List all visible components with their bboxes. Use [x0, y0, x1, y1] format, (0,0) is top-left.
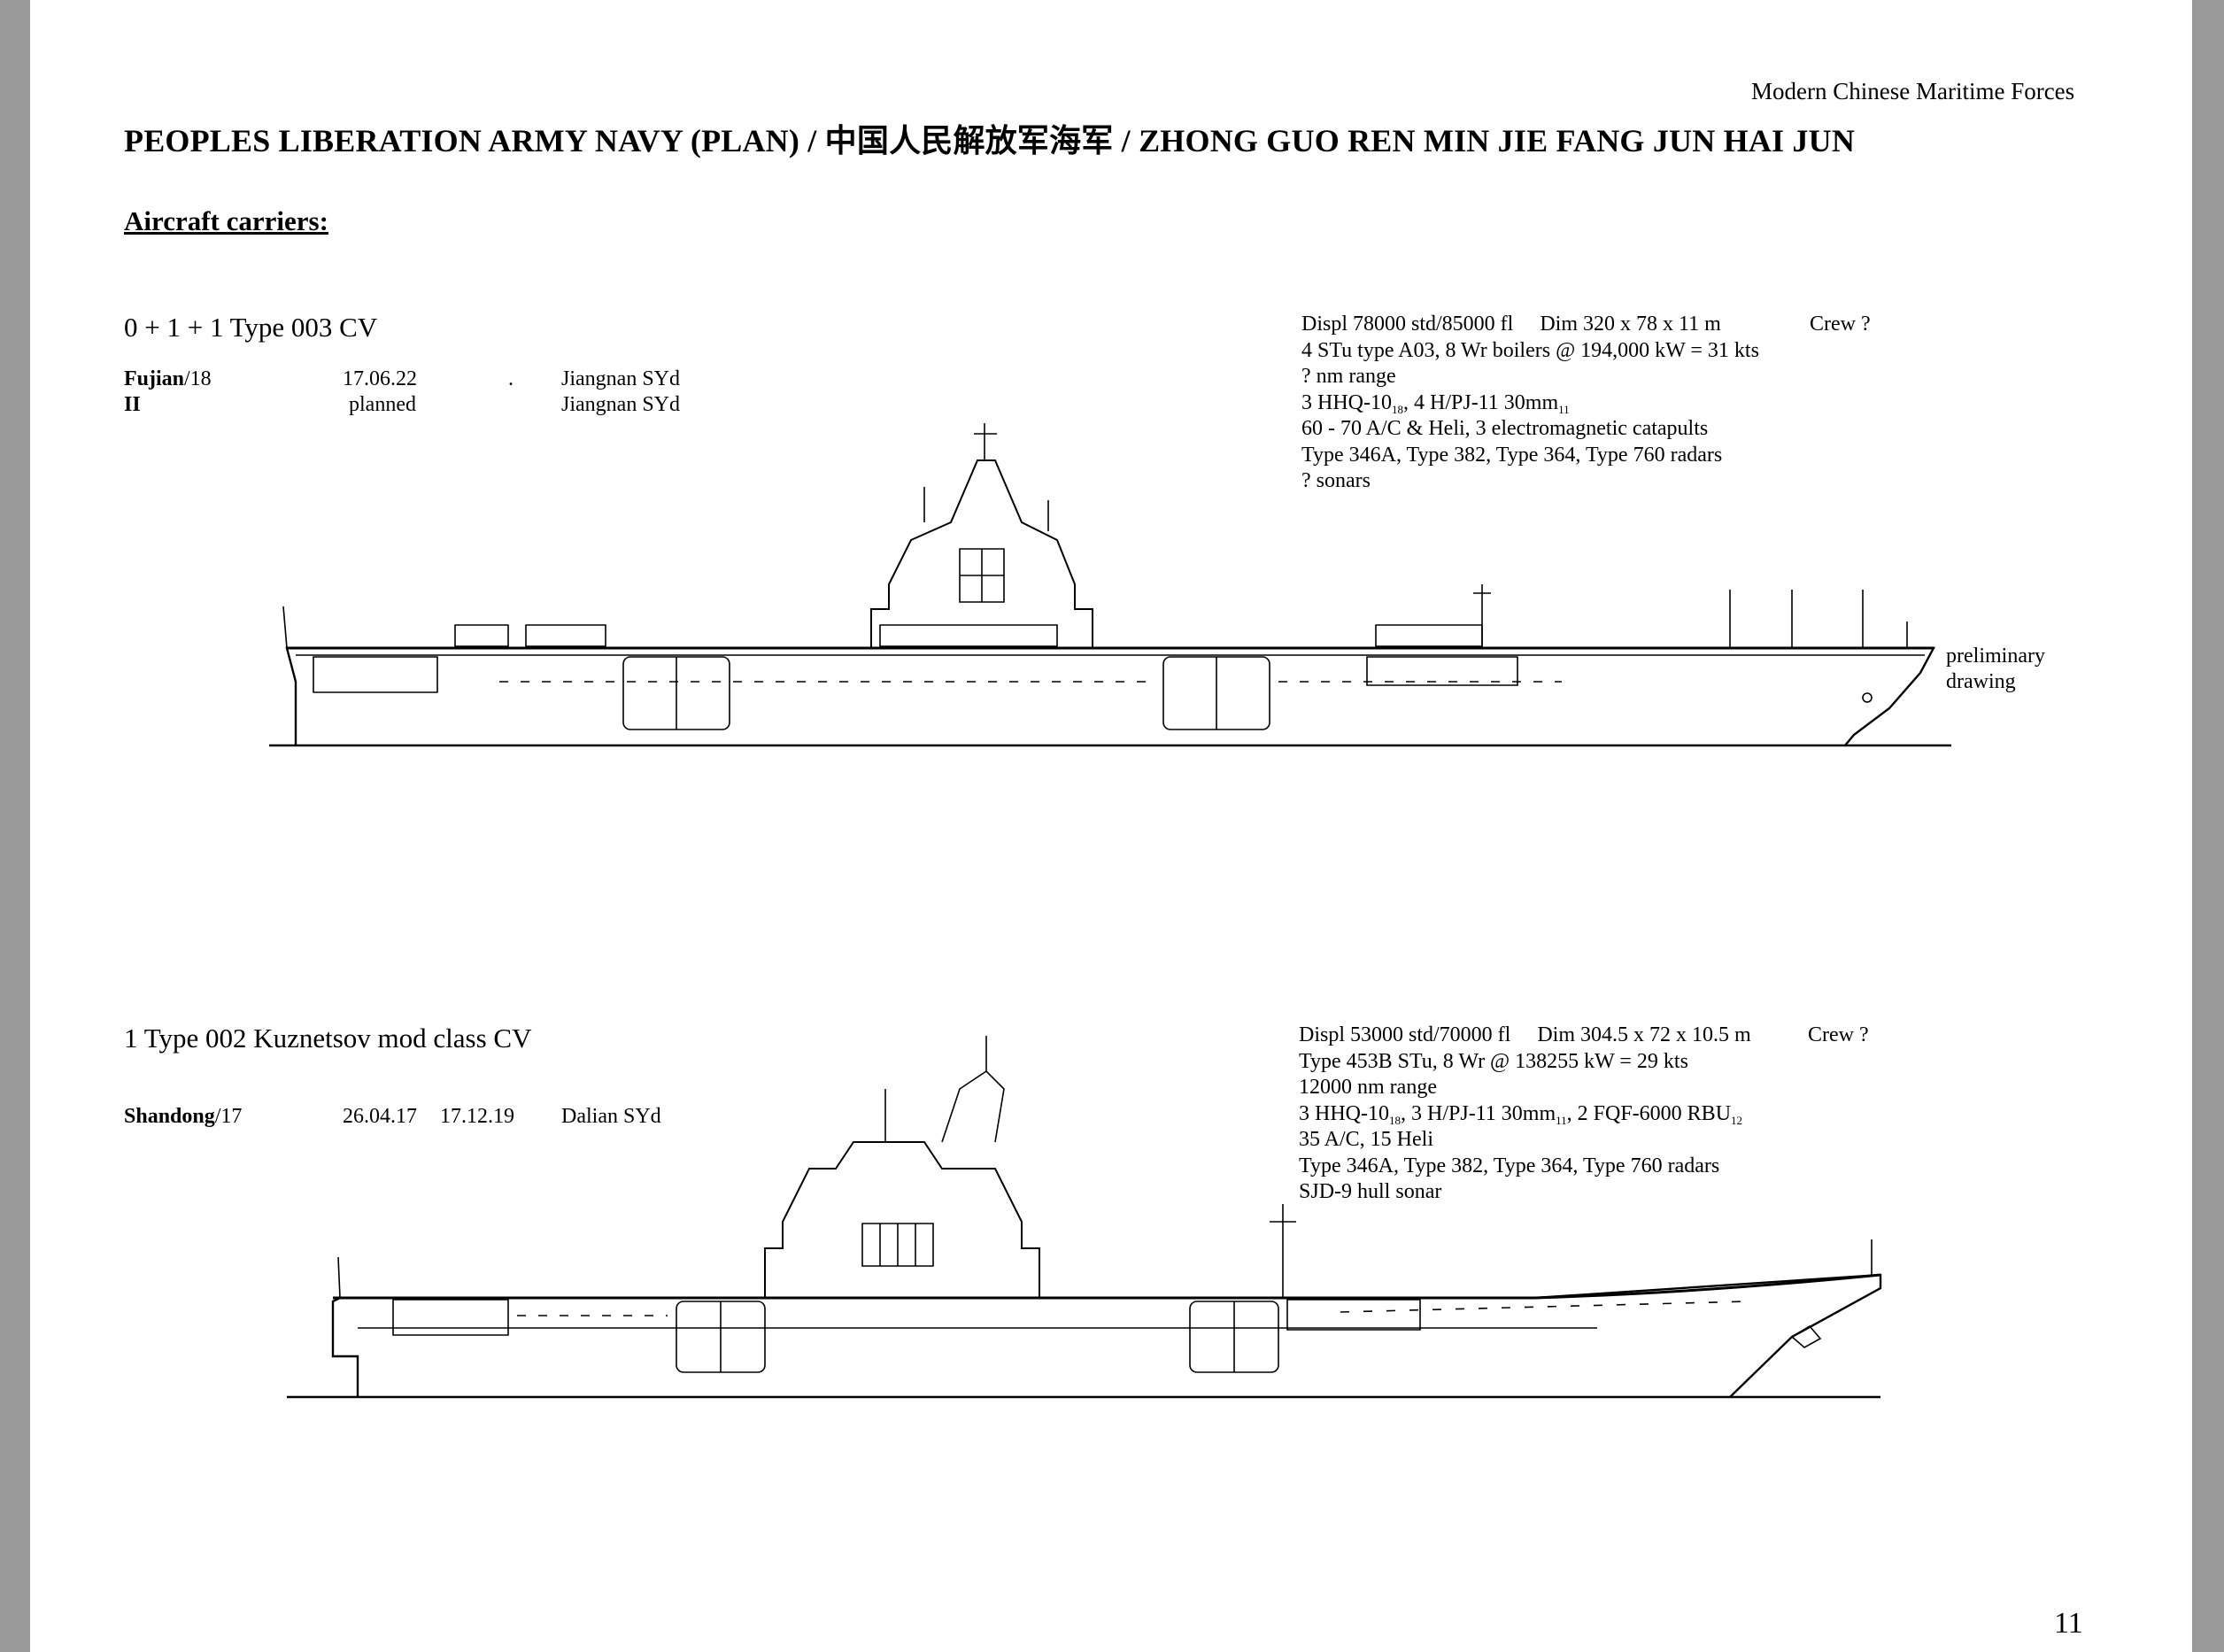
drawing-note: preliminary drawing: [1946, 645, 2045, 693]
spec-displacement: Displ 53000 std/70000 fl: [1299, 1023, 1511, 1046]
shandong-profile-drawing: [287, 1036, 1934, 1408]
running-title: Modern Chinese Maritime Forces: [1751, 78, 2075, 104]
spec-crew: Crew ?: [1810, 313, 1871, 336]
ship-date-launched: 26.04.17: [343, 1105, 417, 1128]
spec-dimensions: Dim 304.5 x 72 x 10.5 m: [1537, 1023, 1751, 1046]
document-page: Modern Chinese Maritime Forces PEOPLES L…: [30, 0, 2192, 1652]
ship-row-shandong: Shandong/17: [124, 1105, 242, 1129]
spec-range: ? nm range: [1301, 365, 1396, 388]
class-title-type-002: 1 Type 002 Kuznetsov mod class CV: [124, 1023, 532, 1054]
ship-name: Fujian: [124, 367, 185, 390]
spec-aircraft: 35 A/C, 15 Heli: [1299, 1128, 1434, 1151]
spec-aircraft: 60 - 70 A/C & Heli, 3 electromagnetic ca…: [1301, 417, 1709, 440]
ship-yard: Jiangnan SYd: [561, 393, 680, 416]
ship-name: Shandong: [124, 1105, 215, 1128]
spec-crew: Crew ?: [1808, 1023, 1869, 1046]
ship-suffix: /17: [214, 1105, 243, 1128]
page-number: 11: [2054, 1607, 2083, 1640]
spec-armament: 3 HHQ-1018, 3 H/PJ-11 30mm11, 2 FQF-6000…: [1299, 1101, 1743, 1127]
page-title: PEOPLES LIBERATION ARMY NAVY (PLAN) / 中国…: [124, 123, 1856, 158]
ship-date-laid: 17.06.22: [343, 367, 417, 390]
spec-propulsion: 4 STu type A03, 8 Wr boilers @ 194,000 k…: [1301, 338, 1759, 362]
spec-range: 12000 nm range: [1299, 1076, 1437, 1099]
spec-armament: 3 HHQ-1018, 4 H/PJ-11 30mm11: [1301, 390, 1570, 416]
spec-propulsion: Type 453B STu, 8 Wr @ 138255 kW = 29 kts: [1299, 1049, 1688, 1073]
ship-name: II: [124, 393, 141, 416]
ship-date-commissioned: 17.12.19: [440, 1105, 514, 1128]
spec-dimensions: Dim 320 x 78 x 11 m: [1540, 313, 1721, 336]
ship-row-ii: II: [124, 393, 141, 417]
ship-row-fujian: Fujian/18: [124, 367, 212, 391]
section-heading: Aircraft carriers:: [124, 205, 328, 236]
spec-sonar: ? sonars: [1301, 469, 1371, 492]
spec-block-type-003: Displ 78000 std/85000 fl Dim 320 x 78 x 1…: [1301, 312, 1759, 495]
ship-mark: .: [508, 367, 514, 390]
spec-radars: Type 346A, Type 382, Type 364, Type 760 …: [1299, 1154, 1720, 1177]
spec-radars: Type 346A, Type 382, Type 364, Type 760 …: [1301, 443, 1723, 467]
spec-sonar: SJD-9 hull sonar: [1299, 1180, 1442, 1203]
fujian-profile-drawing: [234, 416, 1969, 753]
spec-block-type-002: Displ 53000 std/70000 fl Dim 304.5 x 72 x…: [1299, 1023, 1751, 1206]
spec-displacement: Displ 78000 std/85000 fl: [1301, 313, 1514, 336]
ship-suffix: /18: [184, 367, 212, 390]
ship-yard: Jiangnan SYd: [561, 367, 680, 390]
ship-status: planned: [349, 393, 416, 416]
ship-yard: Dalian SYd: [561, 1105, 661, 1128]
class-title-type-003: 0 + 1 + 1 Type 003 CV: [124, 312, 378, 343]
